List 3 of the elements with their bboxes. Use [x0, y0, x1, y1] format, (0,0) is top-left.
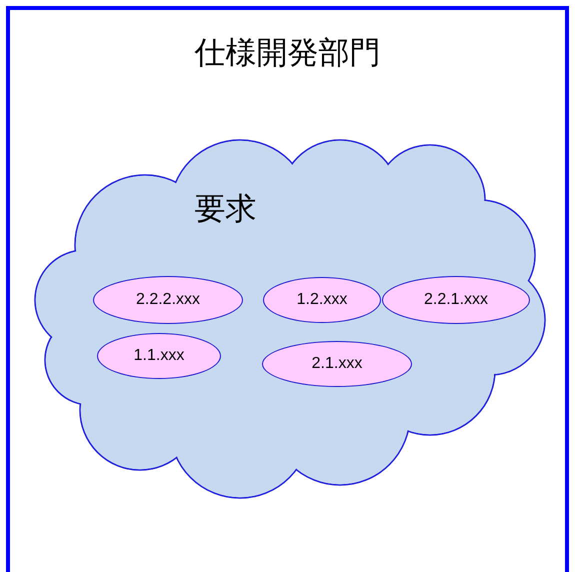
frame-title: 仕様開発部門: [194, 34, 380, 72]
department-frame: [6, 6, 569, 572]
cloud-label: 要求: [194, 190, 256, 228]
